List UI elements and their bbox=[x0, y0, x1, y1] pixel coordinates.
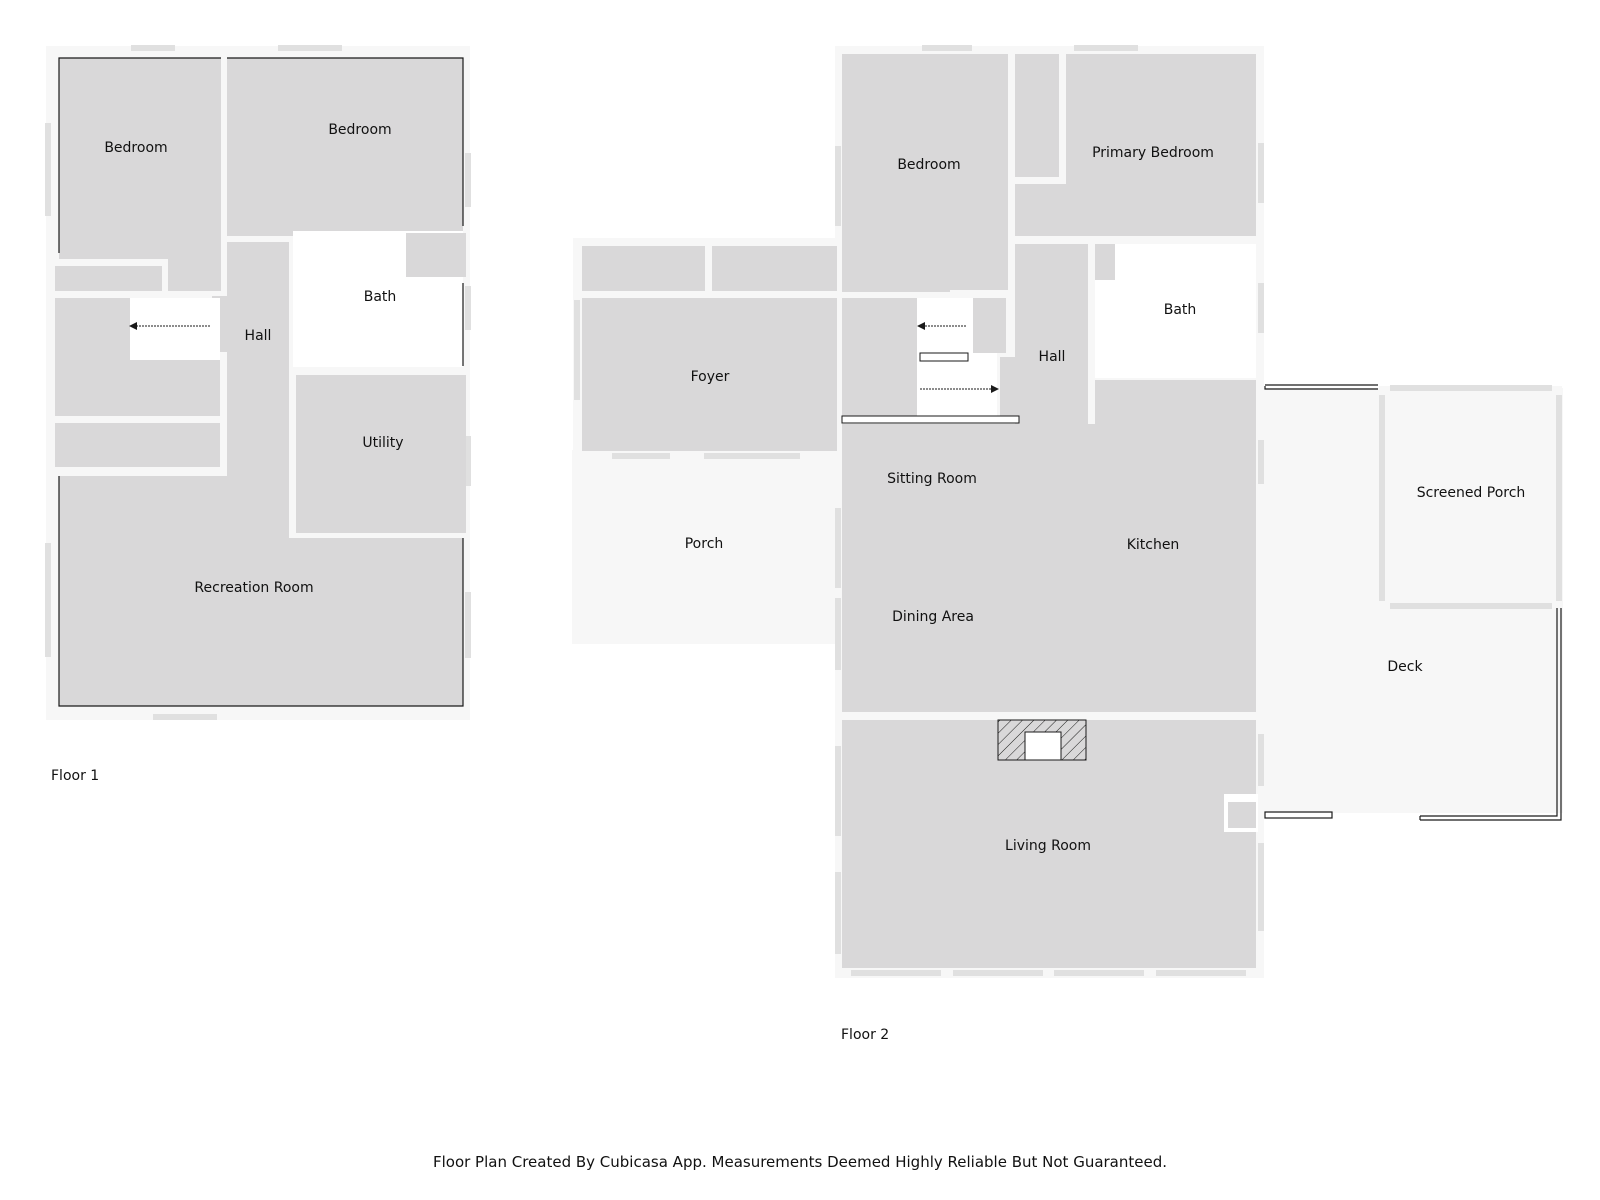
footer-disclaimer: Floor Plan Created By Cubicasa App. Meas… bbox=[432, 1153, 1168, 1171]
room-label: Bath bbox=[364, 289, 397, 305]
floor-2-foyer-closet-1 bbox=[582, 246, 705, 291]
fireplace-icon bbox=[997, 719, 1087, 761]
floor-2-closet-narrow bbox=[1015, 54, 1059, 177]
floor-2-primary-bedroom-room bbox=[1015, 54, 1256, 236]
floor-2-outline bbox=[1264, 384, 1562, 821]
room-label: Hall bbox=[245, 328, 272, 344]
floor-2-main-living-room bbox=[842, 380, 1256, 712]
room-label: Screened Porch bbox=[1417, 485, 1526, 501]
room-label: Dining Area bbox=[892, 609, 974, 625]
floor-1-outline bbox=[58, 57, 464, 707]
floor-2-bedroom-room bbox=[842, 54, 1008, 290]
floor-1-bedroom-left-room bbox=[59, 58, 221, 259]
floor-2-screened-porch-room bbox=[1386, 394, 1554, 599]
floor-2-porch-area bbox=[572, 450, 836, 644]
room-label: Sitting Room bbox=[887, 471, 977, 487]
floor-2-hall-room bbox=[1015, 244, 1088, 426]
room-label: Kitchen bbox=[1127, 537, 1180, 553]
floor-2-bath-room bbox=[1095, 244, 1256, 378]
floor-1-recreation-room bbox=[59, 476, 463, 706]
room-label: Bedroom bbox=[897, 157, 960, 173]
floor-1-hall-room bbox=[227, 242, 289, 476]
floor-1-label: Floor 1 bbox=[51, 768, 99, 784]
floor-2-label: Floor 2 bbox=[841, 1027, 889, 1043]
floor-2-foyer-closet-2 bbox=[712, 246, 837, 291]
floor-1-plan bbox=[45, 45, 471, 720]
room-label: Bedroom bbox=[328, 122, 391, 138]
room-label: Deck bbox=[1387, 659, 1423, 675]
floor-1-storage bbox=[55, 423, 220, 467]
room-labels: Bedroom Bedroom Bath Hall Utility Recrea… bbox=[104, 122, 1525, 854]
room-label: Primary Bedroom bbox=[1092, 145, 1214, 161]
room-label: Bath bbox=[1164, 302, 1197, 318]
room-label: Utility bbox=[362, 435, 403, 451]
floor-2-living-room bbox=[842, 720, 1256, 968]
floor-2-stair-block bbox=[842, 298, 917, 416]
floor-1-utility-room bbox=[296, 375, 466, 533]
room-label: Foyer bbox=[691, 369, 730, 385]
room-label: Porch bbox=[685, 536, 724, 552]
room-label: Living Room bbox=[1005, 838, 1091, 854]
floor-2-foyer-room bbox=[582, 298, 837, 451]
room-label: Bedroom bbox=[104, 140, 167, 156]
floor-1-windows bbox=[45, 45, 471, 720]
floor-1-closet bbox=[55, 266, 162, 291]
floor-2-windows bbox=[574, 45, 1562, 976]
floor-1-bedroom-right-room bbox=[227, 58, 463, 236]
floor-2-stair-landing-rail bbox=[841, 415, 1020, 424]
room-label: Recreation Room bbox=[194, 580, 313, 596]
room-label: Hall bbox=[1039, 349, 1066, 365]
floor-2-plan bbox=[572, 45, 1563, 978]
